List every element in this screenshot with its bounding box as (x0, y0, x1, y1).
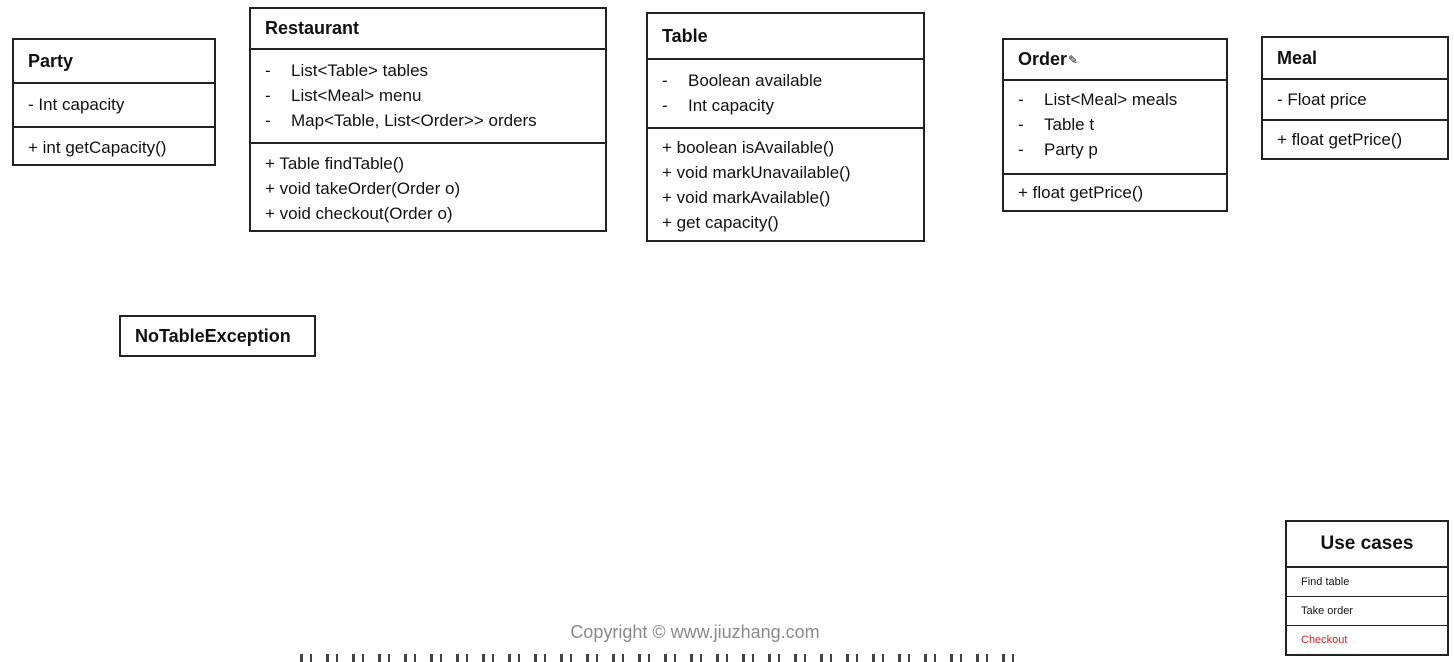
class-party-attribute: - Int capacity (28, 95, 125, 114)
class-table-attribute: Boolean available (688, 71, 823, 90)
class-party-attributes: - Int capacity (14, 84, 214, 126)
pencil-cursor-icon: ✎ (1068, 52, 1079, 67)
class-order-attributes: - List<Meal> meals - Table t - Party p (1004, 81, 1226, 173)
class-table-methods: + boolean isAvailable() + void markUnava… (648, 127, 923, 241)
subtitle-strokes (300, 654, 1020, 662)
use-case-item-take-order[interactable]: Take order (1287, 597, 1447, 626)
class-restaurant-method: + void takeOrder(Order o) (265, 179, 461, 198)
class-meal-method: + float getPrice() (1277, 129, 1403, 149)
use-case-item-find-table[interactable]: Find table (1287, 568, 1447, 597)
class-table-method: + boolean isAvailable() (662, 138, 835, 157)
class-no-table-exception-name: NoTableException (135, 325, 291, 346)
use-cases-panel: Use cases Find table Take order Checkout (1285, 520, 1449, 656)
use-case-item-checkout[interactable]: Checkout (1301, 634, 1348, 646)
bullet-dash: - (662, 96, 668, 115)
class-table-name: Table (648, 14, 923, 60)
class-meal-methods: + float getPrice() (1263, 119, 1447, 158)
class-restaurant-attribute: List<Meal> menu (291, 86, 422, 105)
class-table-attribute: Int capacity (688, 96, 774, 115)
bullet-dash: - (1018, 115, 1024, 134)
class-meal-name: Meal (1263, 38, 1447, 80)
cropped-subtitle-strokes (300, 650, 1020, 662)
class-restaurant-methods: + Table findTable() + void takeOrder(Ord… (251, 142, 605, 232)
class-table: Table - Boolean available - Int capacity +… (646, 12, 925, 242)
bullet-dash: - (662, 71, 668, 90)
class-restaurant-attributes: - List<Table> tables - List<Meal> menu - Ma… (251, 50, 605, 142)
class-table-attributes: - Boolean available - Int capacity (648, 60, 923, 127)
class-restaurant: Restaurant - List<Table> tables - List<Mea… (249, 7, 607, 232)
bullet-dash: - (1018, 90, 1024, 109)
class-restaurant-attribute: Map<Table, List<Order>> orders (291, 111, 537, 130)
copyright-notice: Copyright © www.jiuzhang.com (570, 622, 820, 642)
class-order-name: Order (1018, 49, 1068, 69)
class-party: Party - Int capacity + int getCapacity() (12, 38, 216, 166)
bullet-dash: - (265, 86, 271, 105)
class-meal: Meal - Float price + float getPrice() (1261, 36, 1449, 160)
class-restaurant-attribute: List<Table> tables (291, 61, 429, 80)
class-order-attribute: Party p (1044, 140, 1098, 159)
class-meal-attributes: - Float price (1263, 80, 1447, 119)
bullet-dash: - (265, 61, 271, 80)
class-restaurant-method: + void checkout(Order o) (265, 204, 453, 223)
bullet-dash: - (265, 111, 271, 130)
class-meal-attribute: - Float price (1277, 89, 1367, 109)
bullet-dash: - (1018, 140, 1024, 159)
class-order-header: Order✎ (1004, 40, 1226, 81)
class-restaurant-name: Restaurant (251, 9, 605, 50)
class-order-attribute: Table t (1044, 115, 1095, 134)
class-party-methods: + int getCapacity() (14, 126, 214, 168)
class-table-method: + void markUnavailable() (662, 163, 851, 182)
class-order: Order✎ - List<Meal> meals - Table t - Party… (1002, 38, 1228, 212)
class-no-table-exception: NoTableException (119, 315, 316, 357)
class-restaurant-method: + Table findTable() (265, 154, 405, 173)
class-order-methods: + float getPrice() (1004, 173, 1226, 211)
use-cases-title: Use cases (1287, 522, 1447, 568)
class-party-name: Party (14, 40, 214, 84)
class-table-method: + get capacity() (662, 213, 779, 232)
class-order-attribute: List<Meal> meals (1044, 90, 1178, 109)
class-party-method: + int getCapacity() (28, 138, 167, 157)
class-table-method: + void markAvailable() (662, 188, 831, 207)
class-order-method: + float getPrice() (1018, 183, 1144, 202)
